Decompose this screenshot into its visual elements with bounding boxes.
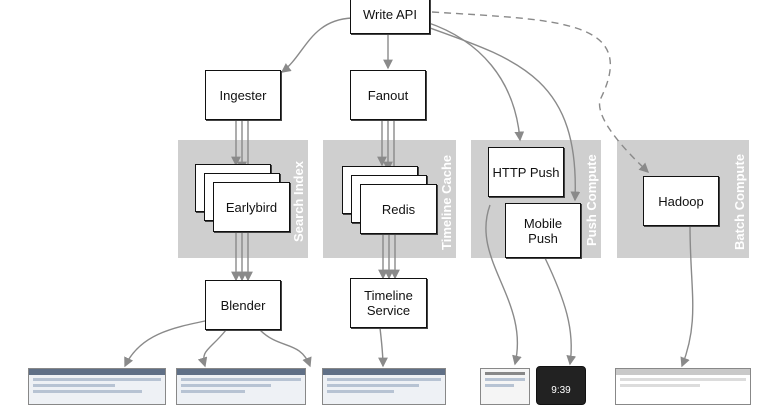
arrow-write-to-ingester bbox=[280, 17, 353, 73]
http-push-node: HTTP Push bbox=[488, 147, 564, 197]
web-screenshot-2 bbox=[176, 368, 306, 405]
blender-node: Blender bbox=[205, 280, 281, 330]
redis-node: Redis bbox=[360, 184, 437, 234]
ingester-node: Ingester bbox=[205, 70, 281, 120]
web-screenshot-1 bbox=[28, 368, 166, 405]
mobile-push-node: Mobile Push bbox=[505, 203, 581, 258]
arrow-blender-screen-2 bbox=[197, 329, 227, 368]
arrow-write-to-httppush bbox=[425, 21, 525, 142]
fanout-node: Fanout bbox=[350, 70, 426, 120]
arrow-blender-screen-3 bbox=[259, 329, 312, 368]
mobile-app-screenshot bbox=[480, 368, 530, 405]
arrow-write-to-mobile bbox=[429, 27, 581, 202]
phone-lockscreen-time: 9:39 bbox=[551, 385, 571, 396]
email-screenshot bbox=[615, 368, 751, 405]
hadoop-node: Hadoop bbox=[643, 176, 719, 226]
phone-lockscreen: 9:39 bbox=[536, 366, 586, 405]
arrow-timeline-screen bbox=[378, 327, 388, 368]
earlybird-node: Earlybird bbox=[213, 182, 290, 232]
arrow-blender-screen-1 bbox=[124, 319, 211, 368]
arrow-http-to-phone bbox=[485, 204, 522, 366]
arrow-hadoop-to-email bbox=[680, 225, 694, 368]
web-screenshot-3 bbox=[322, 368, 446, 405]
write-api-node: Write API bbox=[350, 0, 430, 34]
arrow-mobile-to-phone bbox=[544, 257, 577, 366]
timeline-service-node: Timeline Service bbox=[350, 278, 427, 328]
